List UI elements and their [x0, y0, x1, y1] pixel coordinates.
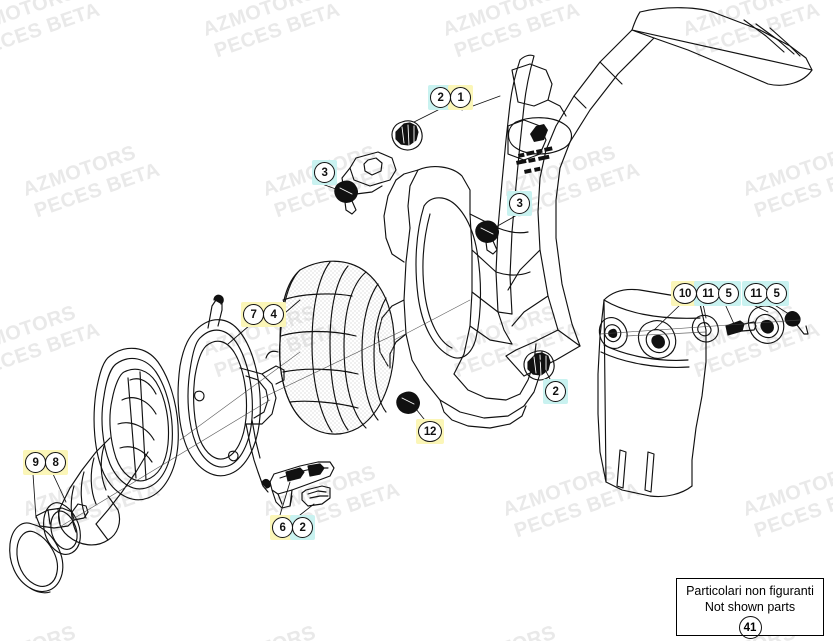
not-shown-parts-label-it: Particolari non figuranti: [686, 584, 814, 598]
callout-bubble-c-10[interactable]: 10: [673, 283, 697, 304]
callout-bubble-c-12[interactable]: 12: [418, 421, 442, 442]
frame-assembly: [341, 7, 813, 429]
callout-bubble-c-11-b[interactable]: 11: [744, 283, 768, 304]
callout-bubble-c-11-a[interactable]: 11: [696, 283, 720, 304]
assembly-axis-lines: [57, 299, 801, 529]
callout-bubble-c-3-left[interactable]: 3: [314, 162, 335, 183]
screw-right: [475, 220, 499, 255]
side-panel-hardware: [691, 305, 809, 344]
callout-bubble-c-7[interactable]: 7: [243, 304, 264, 325]
leader-lines: [32, 95, 793, 519]
not-shown-parts-label-en: Not shown parts: [704, 600, 796, 614]
not-shown-parts-badge: 41: [738, 616, 762, 639]
callout-bubble-c-8[interactable]: 8: [45, 452, 66, 473]
callout-bubble-c-2-top[interactable]: 2: [430, 87, 451, 108]
side-panel: [597, 288, 707, 498]
callout-bubble-c-6[interactable]: 6: [272, 517, 293, 538]
rubber-plug: [396, 391, 420, 414]
callout-bubble-c-5-b[interactable]: 5: [766, 283, 787, 304]
callout-bubble-c-2-mid[interactable]: 2: [545, 381, 566, 402]
clip-bracket: [269, 461, 335, 509]
callout-bubble-c-2-bot[interactable]: 2: [292, 517, 313, 538]
air-filter-cover-frame: [177, 294, 285, 493]
hose-clamp: [9, 503, 89, 594]
callout-bubble-c-3-right[interactable]: 3: [509, 193, 530, 214]
grommet-top: [391, 120, 423, 151]
callout-bubble-c-5-a[interactable]: 5: [718, 283, 739, 304]
frame-decal: [507, 117, 573, 174]
callout-bubble-c-9[interactable]: 9: [25, 452, 46, 473]
not-shown-parts-box: Particolari non figuranti Not shown part…: [676, 578, 824, 639]
callout-bubble-c-4[interactable]: 4: [263, 304, 284, 325]
air-filter-cage: [43, 347, 179, 555]
screw-left: [334, 180, 358, 215]
callout-bubble-c-1-top[interactable]: 1: [450, 87, 471, 108]
air-filter-element: [265, 260, 395, 435]
